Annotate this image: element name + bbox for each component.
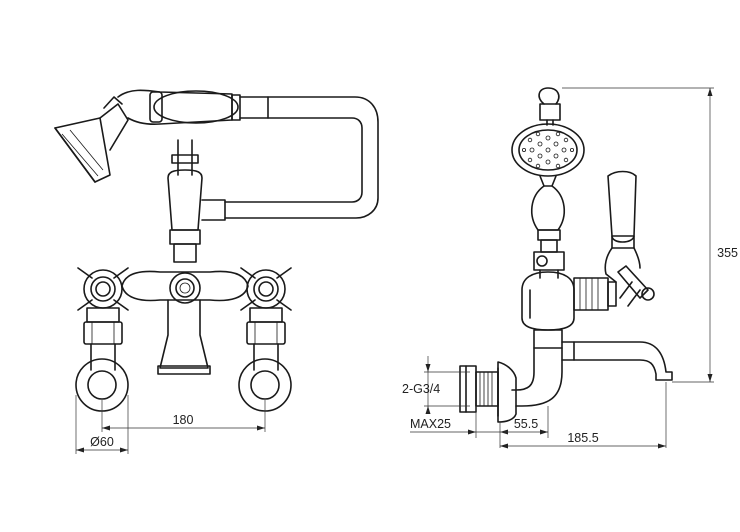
front-riser [167, 139, 226, 263]
side-spout [511, 329, 673, 407]
front-right-valve [238, 267, 292, 412]
front-dimensions [75, 395, 266, 454]
front-view: 180 Ø60 [54, 89, 379, 454]
side-handset-handle [531, 185, 565, 253]
front-cradle-rail [224, 96, 379, 219]
side-view: 355 2-G3/4 MAX25 55.5 185.5 [402, 87, 738, 449]
side-dimensions [410, 87, 714, 449]
spout-reach-dimension: 185.5 [567, 431, 598, 445]
front-handset-handle [117, 89, 269, 125]
side-body [521, 170, 655, 331]
max-wall-depth-dimension: MAX25 [410, 417, 451, 431]
front-body-bar [121, 270, 249, 304]
rose-holes [522, 131, 575, 169]
front-shower-head [54, 96, 129, 183]
side-shower-rose [511, 123, 585, 187]
tap-centres-dimension: 180 [173, 413, 194, 427]
spout-offset-dimension: 55.5 [514, 417, 538, 431]
side-wall-inlet [459, 361, 517, 423]
side-top-hook [538, 87, 561, 126]
front-left-valve [75, 267, 129, 412]
inlet-thread-dimension: 2-G3/4 [402, 382, 440, 396]
front-spout [157, 299, 211, 375]
flange-diameter-dimension: Ø60 [90, 435, 114, 449]
height-dimension: 355 [717, 246, 738, 260]
side-riser [533, 251, 565, 279]
